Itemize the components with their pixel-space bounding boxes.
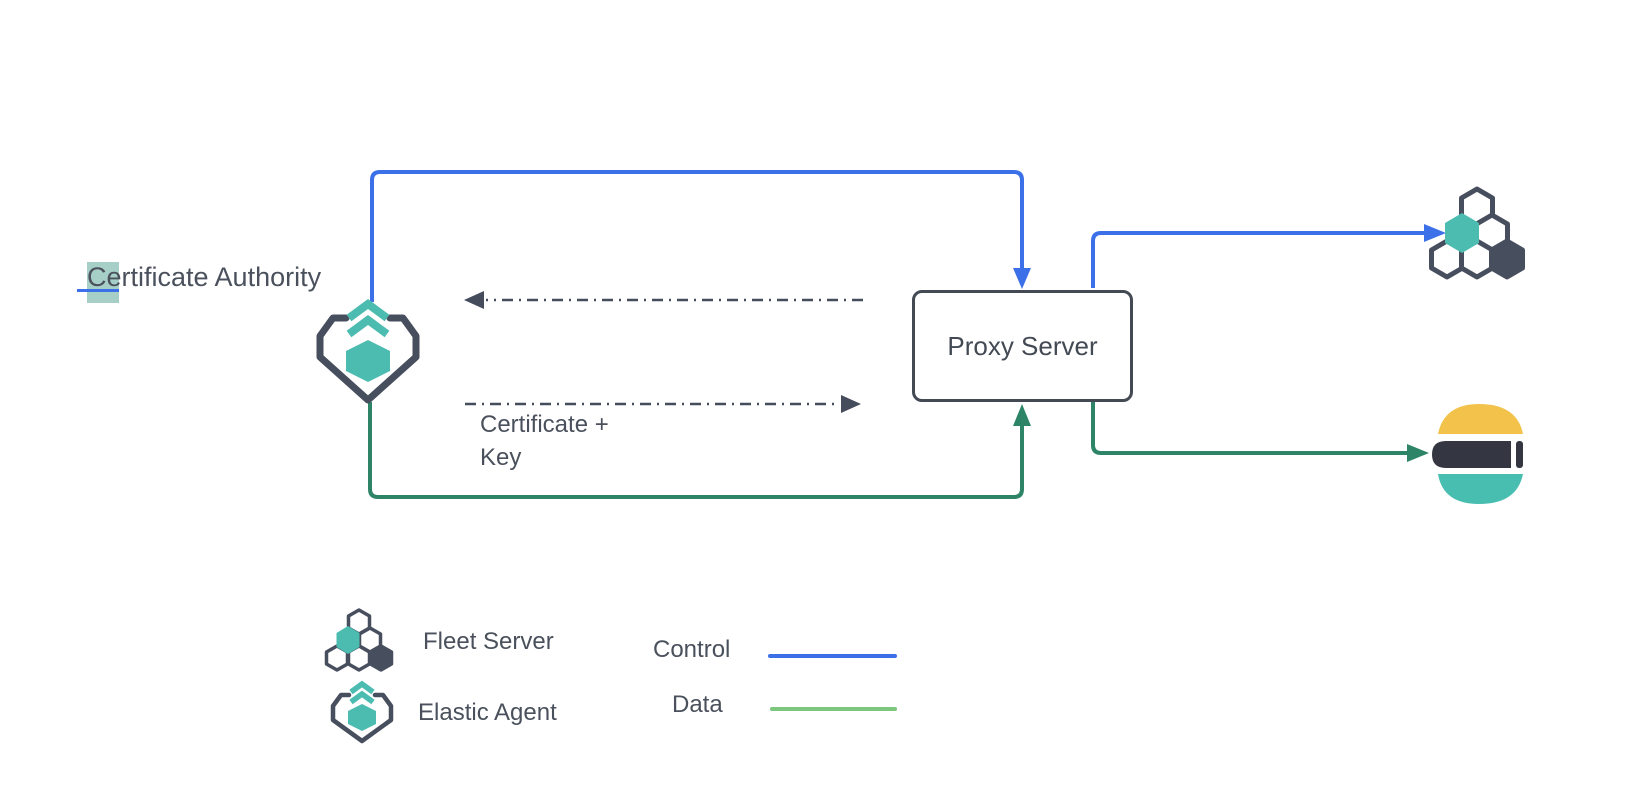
certificate-key-line2: Key <box>480 444 522 471</box>
arrowhead-left <box>464 291 484 309</box>
chevron-icon <box>349 690 375 705</box>
chevron-icon <box>346 315 390 338</box>
control-edge-proxy-to-fleet <box>1091 224 1446 288</box>
chevron-icon <box>349 680 375 695</box>
legend-control-label: Control <box>653 636 731 663</box>
legend-data-label: Data <box>672 691 723 718</box>
elasticsearch-icon <box>1432 404 1523 504</box>
proxy-server-node: Proxy Server <box>912 290 1133 402</box>
elastic-agent-icon <box>330 680 394 744</box>
legend-data-line-swatch <box>770 707 897 711</box>
arrowhead-right <box>1407 444 1429 462</box>
certificate-key-label: Certificate + Key <box>480 408 609 474</box>
data-edge-proxy-to-elasticsearch <box>1091 402 1429 462</box>
cert-request-dashed-edge <box>464 291 863 309</box>
fleet-server-icon <box>324 608 394 672</box>
text-cursor-underline <box>77 289 119 292</box>
arrowhead-right <box>1424 224 1446 242</box>
fleet-server-icon <box>1429 186 1525 280</box>
cert-key-dashed-edge <box>465 395 861 413</box>
elastic-agent-icon <box>316 299 420 404</box>
certificate-authority-label: Certificate Authority <box>87 262 321 293</box>
legend-control-line-swatch <box>768 654 897 658</box>
control-edge-agent-to-proxy <box>370 170 1031 302</box>
legend-fleet-server-label: Fleet Server <box>423 628 554 655</box>
data-edge-agent-to-proxy <box>368 402 1031 499</box>
arrowhead-down <box>1013 268 1031 289</box>
proxy-server-label: Proxy Server <box>947 330 1098 361</box>
chevron-icon <box>346 299 390 322</box>
arrowhead-right <box>841 395 861 413</box>
legend-elastic-agent-label: Elastic Agent <box>418 699 557 726</box>
label-rest: ertificate Authority <box>106 262 322 292</box>
arrowhead-up <box>1013 404 1031 426</box>
certificate-key-line1: Certificate + <box>480 411 609 438</box>
highlighted-char: C <box>87 262 107 292</box>
text-selection-highlight <box>87 262 119 303</box>
